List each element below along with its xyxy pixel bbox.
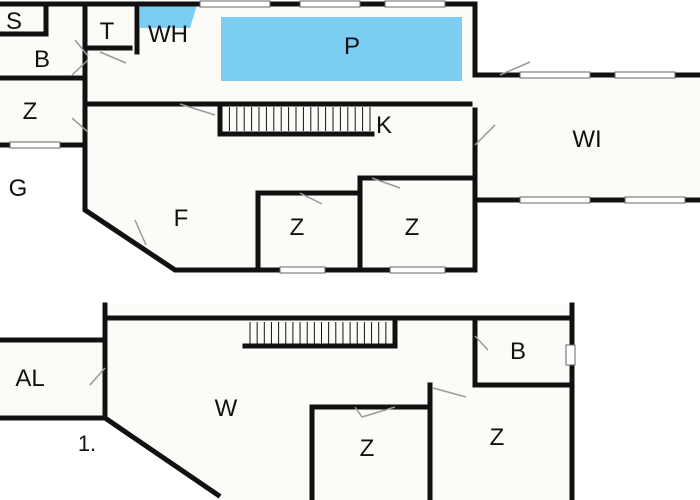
sauna-label: S [5, 8, 23, 35]
pool-label: P [343, 33, 361, 60]
upper-doors [71, 39, 531, 246]
attic-label: AL [15, 365, 45, 392]
winter-garden-label: WI [572, 126, 602, 153]
room-lower-right-label: Z [489, 424, 505, 451]
staircase-lower [249, 322, 394, 344]
toilet-label: T [99, 18, 115, 45]
lower-doors [89, 335, 489, 418]
upper-floor [0, 0, 700, 274]
garage-label: G [8, 175, 28, 202]
upper-floor-area [0, 4, 700, 270]
upper-windows [9, 0, 686, 274]
living-label: W [214, 395, 238, 422]
hallway-label: F [173, 205, 189, 232]
bath-top-label: B [33, 46, 51, 73]
room-left-label: Z [22, 98, 38, 125]
room-mid-label: Z [289, 214, 305, 241]
staircase-upper [221, 107, 371, 131]
pool-hall-corner [140, 5, 197, 28]
level-label: 1. [77, 431, 97, 456]
pool-hall-label: WH [148, 21, 188, 48]
room-right-label: Z [404, 214, 420, 241]
lower-floor [0, 302, 576, 500]
lower-windows [565, 344, 576, 366]
lower-walls [0, 302, 575, 500]
room-lower-left-label: Z [359, 435, 375, 462]
kitchen-label: K [375, 112, 393, 139]
pool [221, 17, 462, 81]
bath-lower-label: B [509, 338, 527, 365]
